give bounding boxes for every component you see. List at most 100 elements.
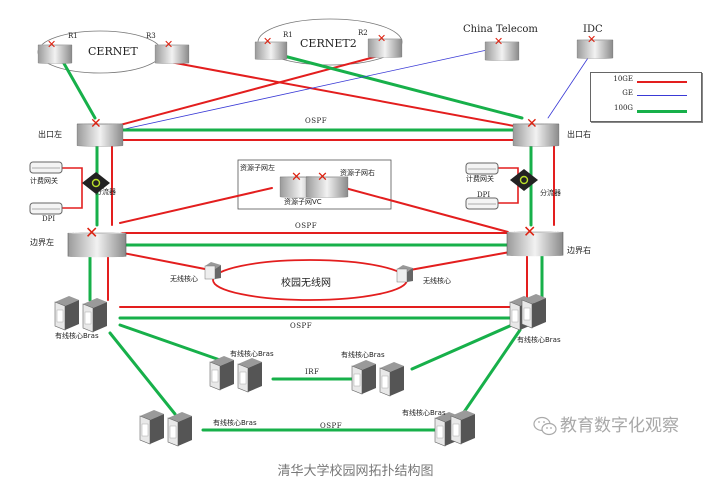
exit-left-label: 出口左	[38, 130, 62, 139]
svg-text:✕: ✕	[291, 170, 302, 185]
cernet-r3-label: R3	[146, 32, 156, 40]
idc-label: IDC	[583, 24, 603, 35]
link-10ge-res-left-border-left	[119, 187, 273, 224]
cernet2-label: CERNET2	[300, 37, 357, 50]
border-left-label: 边界左	[30, 238, 54, 247]
router-cernet2-r1[interactable]: ✕	[254, 35, 288, 60]
link-ge-telecom-exit-left	[119, 49, 488, 131]
legend: 10GE GE 100G	[590, 72, 702, 122]
china-telecom-label: China Telecom	[463, 24, 538, 35]
svg-text:✕: ✕	[164, 38, 173, 51]
campus-wireless-label: 校园无线网	[281, 278, 331, 289]
dpi-right-label: DPI	[477, 191, 491, 199]
link-100g-bras4-bras6	[460, 328, 522, 417]
wireless-core-left[interactable]	[204, 262, 221, 280]
router-border-left[interactable]: ✕	[67, 223, 127, 258]
bras-1-label: 有线核心Bras	[55, 332, 99, 340]
router-cernet2-r2[interactable]: ✕	[367, 32, 403, 58]
svg-text:✕: ✕	[587, 33, 596, 46]
link-ge-idc-exit-right	[547, 57, 589, 119]
bras-4-label: 有线核心Bras	[517, 336, 561, 344]
router-exit-right[interactable]: ✕	[512, 116, 560, 147]
irf-label: IRF	[305, 368, 320, 376]
splitter-left[interactable]	[82, 172, 110, 194]
billing-gateway-right[interactable]	[465, 162, 499, 175]
exit-right-label: 出口右	[567, 130, 591, 139]
link-10ge-cernet2-r2-exit-left	[119, 54, 383, 126]
watermark: 教育数字化观察	[532, 411, 679, 436]
cernet-r1-label: R1	[68, 32, 78, 40]
border-right-label: 边界右	[567, 246, 591, 255]
link-100g-bras4-bras3	[410, 323, 514, 371]
svg-text:✕: ✕	[523, 222, 536, 241]
ospf-exit-label: OSPF	[305, 117, 328, 125]
router-idc[interactable]: ✕	[576, 33, 614, 59]
legend-swatch-10ge	[637, 81, 687, 83]
link-10ge-cernet-r3-exit-right	[169, 61, 526, 129]
wireless-core-left-label: 无线核心	[170, 275, 198, 283]
ospf-border-label: OSPF	[295, 222, 318, 230]
link-100g-cernet2-r1-exit-right	[278, 53, 524, 120]
splitter-right-label: 分流器	[540, 189, 561, 197]
wireless-core-right-label: 无线核心	[423, 277, 451, 285]
router-res-right[interactable]: ✕	[305, 170, 349, 198]
link-billing-right	[497, 167, 519, 204]
res-right-label: 资源子网右	[340, 169, 375, 177]
links	[60, 49, 589, 432]
watermark-text: 教育数字化观察	[560, 416, 679, 436]
res-vc-label: 资源子网VC	[284, 198, 322, 206]
router-cernet-r3[interactable]: ✕	[154, 38, 190, 64]
svg-text:✕: ✕	[263, 35, 272, 48]
bras-1[interactable]	[54, 295, 108, 333]
svg-text:✕: ✕	[90, 116, 102, 132]
dpi-right[interactable]	[465, 197, 499, 210]
link-100g-cernet-r1-exit-left	[60, 58, 97, 120]
link-10ge-border-left-wireless	[117, 251, 211, 271]
res-left-label: 资源子网左	[240, 164, 275, 172]
svg-text:✕: ✕	[494, 35, 503, 48]
ospf-bras-top-label: OSPF	[290, 322, 313, 330]
link-100g-bras1-bras2	[118, 323, 222, 362]
bras-2[interactable]	[209, 355, 263, 393]
router-cernet-r1[interactable]: ✕	[37, 38, 73, 64]
billing-gateway-right-label: 计费网关	[466, 175, 494, 183]
legend-swatch-100g	[637, 110, 687, 113]
bras-6-label: 有线核心Bras	[402, 409, 446, 417]
legend-swatch-ge	[637, 95, 687, 96]
wireless-core-right[interactable]	[396, 265, 413, 283]
splitter-right[interactable]	[510, 169, 538, 191]
legend-item-10ge: 10GE	[591, 75, 701, 87]
dpi-left-label: DPI	[42, 215, 56, 223]
router-exit-left[interactable]: ✕	[76, 116, 124, 147]
link-billing-left	[61, 167, 83, 209]
bras-5-label: 有线核心Bras	[213, 419, 257, 427]
legend-item-100g: 100G	[591, 104, 701, 116]
svg-text:✕: ✕	[317, 170, 328, 185]
bras-3-label: 有线核心Bras	[341, 351, 385, 359]
billing-gateway-left[interactable]	[29, 161, 63, 174]
link-10ge-border-right-wireless	[409, 251, 511, 271]
bras-4[interactable]	[509, 293, 547, 331]
router-res-left[interactable]: ✕	[279, 170, 323, 198]
billing-gateway-left-label: 计费网关	[30, 177, 58, 185]
cernet-label: CERNET	[88, 45, 138, 58]
svg-text:✕: ✕	[85, 223, 98, 242]
figure-caption: 清华大学校园网拓扑结构图	[277, 464, 434, 479]
cernet2-r1-label: R1	[283, 31, 293, 39]
link-100g-bras1-bras5	[108, 331, 177, 416]
svg-text:✕: ✕	[526, 116, 538, 132]
cernet2-r2-label: R2	[358, 29, 368, 37]
link-10ge-res-right-border-right	[344, 187, 509, 233]
dpi-left[interactable]	[29, 202, 63, 215]
bras-3[interactable]	[351, 359, 405, 397]
ospf-bras-bottom-label: OSPF	[320, 422, 343, 430]
bras-2-label: 有线核心Bras	[230, 350, 274, 358]
svg-text:✕: ✕	[47, 38, 56, 51]
router-border-right[interactable]: ✕	[506, 222, 564, 257]
legend-item-ge: GE	[591, 89, 701, 101]
wechat-icon	[533, 416, 557, 436]
svg-text:✕: ✕	[377, 32, 386, 45]
bras-5[interactable]	[139, 409, 193, 447]
router-china-telecom[interactable]: ✕	[484, 35, 520, 61]
